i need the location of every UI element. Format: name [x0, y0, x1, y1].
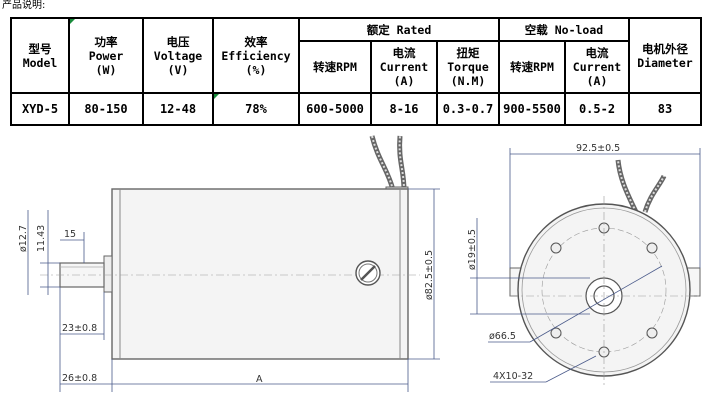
end-view: 92.5±0.5 ø19±0.5 ø66.5 4X10-32 — [467, 143, 701, 385]
lead-wire — [397, 135, 407, 191]
dim-shaft-length: 15 — [64, 229, 76, 240]
screw-hole — [646, 242, 658, 254]
cell-efficiency: 78% — [212, 92, 300, 126]
dim-length-a: A — [256, 374, 263, 385]
cell-power: 80-150 — [68, 92, 144, 126]
cell-rated-current: 8-16 — [370, 92, 438, 126]
cell-voltage: 12-48 — [142, 92, 214, 126]
dim-26: 26±0.8 — [62, 373, 97, 384]
screw-hole — [646, 327, 658, 339]
cell-diameter: 83 — [628, 92, 702, 126]
side-view: ø12.7 11.43 15 23±0.8 26±0.8 A ø82.5±0.5 — [18, 135, 440, 392]
cell-model: XYD-5 — [10, 92, 70, 126]
cell-rated-torque: 0.3-0.7 — [436, 92, 500, 126]
product-description-caption: 产品说明: — [2, 0, 46, 11]
dim-shaft-dia: ø12.7 — [18, 225, 29, 252]
dim-holes: 4X10-32 — [493, 371, 533, 382]
header-rated: 额定 Rated — [298, 17, 500, 42]
dim-pcd: ø66.5 — [489, 331, 516, 342]
screw-hole — [550, 242, 562, 254]
dim-boss-dia: ø19±0.5 — [467, 229, 478, 270]
cell-noload-rpm: 900-5500 — [498, 92, 566, 126]
screw-hole — [550, 327, 562, 339]
header-noload: 空载 No-load — [498, 17, 630, 42]
dim-shaft-flat: 11.43 — [36, 225, 47, 252]
cell-noload-current: 0.5-2 — [564, 92, 630, 126]
cell-rated-rpm: 600-5000 — [298, 92, 372, 126]
header-rated-rpm: 转速RPM — [298, 40, 372, 94]
dim-end-width: 92.5±0.5 — [576, 143, 620, 154]
dim-body-dia: ø82.5±0.5 — [424, 250, 435, 300]
header-noload-rpm: 转速RPM — [498, 40, 566, 94]
dim-23: 23±0.8 — [62, 323, 97, 334]
